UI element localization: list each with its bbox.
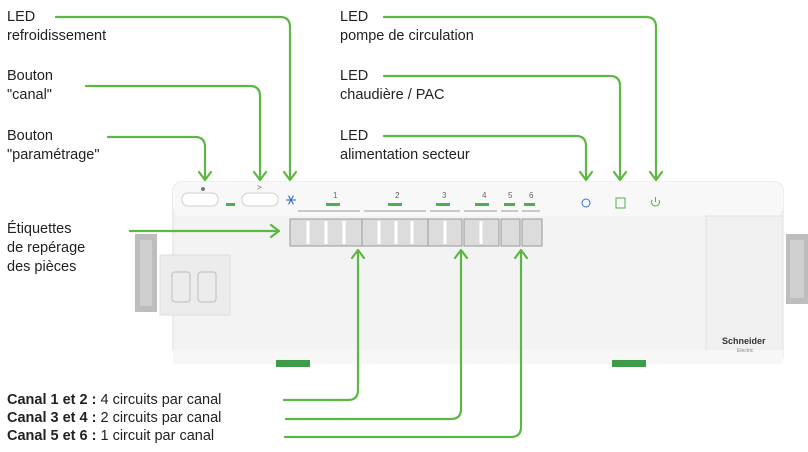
led-channel-4: [475, 203, 489, 206]
callout-led-boiler-line2: chaudière / PAC: [340, 87, 445, 103]
channel-note-5-6-bold: Canal 5 et 6 :: [7, 428, 97, 444]
room-label-windows: [289, 218, 543, 247]
arrow-led-power: [382, 134, 588, 180]
channel-note-3-4: Canal 3 et 4 : 2 circuits par canal: [7, 409, 221, 428]
callout-led-power-line2: alimentation secteur: [340, 147, 470, 163]
channel-note-5-6-text: 1 circuit par canal: [96, 428, 215, 444]
channel-number-6: 6: [529, 191, 534, 200]
callout-settings-button: Bouton "paramétrage": [7, 127, 100, 165]
led-channel-2: [388, 203, 402, 206]
arrowhead: [648, 170, 664, 182]
boiler-status-icon: [615, 197, 626, 209]
callout-settings-button-line1: Bouton: [7, 128, 53, 144]
callout-led-power: LED alimentation secteur: [340, 127, 470, 165]
callout-led-boiler: LED chaudière / PAC: [340, 67, 445, 105]
callout-led-pump-line1: LED: [340, 9, 369, 25]
mounting-clip: [276, 360, 310, 367]
callout-channel-button-line2: "canal": [7, 87, 52, 103]
callout-channel-button-line1: Bouton: [7, 68, 53, 84]
arrow-led-boiler: [382, 74, 622, 180]
arrowhead: [252, 170, 268, 182]
callout-room-labels: Étiquettes de repérage des pièces: [7, 220, 85, 277]
callout-led-boiler-line1: LED: [340, 68, 369, 84]
arrow-led-cooling: [54, 15, 292, 180]
channel-note-1-2: Canal 1 et 2 : 4 circuits par canal: [7, 391, 221, 410]
callout-led-cooling-line1: LED: [7, 9, 36, 25]
led-channel-5: [504, 203, 515, 206]
callout-led-cooling: LED refroidissement: [7, 8, 106, 46]
settings-button[interactable]: [181, 187, 219, 207]
callout-led-power-line1: LED: [340, 128, 369, 144]
arrowhead: [612, 170, 628, 182]
arrow-channel-5-6: [283, 250, 523, 439]
channel-note-3-4-bold: Canal 3 et 4 :: [7, 410, 97, 426]
callout-room-labels-line3: des pièces: [7, 259, 77, 275]
callout-led-pump: LED pompe de circulation: [340, 8, 474, 46]
callout-led-cooling-line2: refroidissement: [7, 28, 107, 44]
arrowhead: [350, 248, 366, 260]
arrowhead: [197, 170, 213, 182]
led-channel-3: [436, 203, 450, 206]
arrow-led-pump: [382, 15, 658, 180]
callout-led-pump-line2: pompe de circulation: [340, 28, 474, 44]
channel-number-4: 4: [482, 191, 487, 200]
channel-number-2: 2: [395, 191, 400, 200]
channel-number-5: 5: [508, 191, 513, 200]
arrowhead: [578, 170, 594, 182]
led-settings: [226, 203, 235, 206]
arrowhead: [282, 170, 298, 182]
channel-note-5-6: Canal 5 et 6 : 1 circuit par canal: [7, 427, 214, 446]
brand-sub: Electric: [737, 348, 754, 354]
channel-button-symbol: >: [257, 183, 262, 192]
callout-room-labels-line1: Étiquettes: [7, 221, 72, 237]
channel-note-3-4-text: 2 circuits par canal: [96, 410, 222, 426]
channel-note-1-2-bold: Canal 1 et 2 :: [7, 392, 97, 408]
snowflake-icon: [286, 195, 296, 205]
arrow-settings-button: [106, 135, 207, 180]
arrow-channel-3-4: [284, 250, 463, 421]
callout-room-labels-line2: de repérage: [7, 240, 86, 256]
brand-logo: Schneider: [722, 336, 766, 346]
channel-note-1-2-text: 4 circuits par canal: [96, 392, 222, 408]
arrowhead: [513, 248, 529, 260]
led-channel-6: [524, 203, 535, 206]
power-status-icon: [651, 197, 660, 207]
controller-device: [159, 181, 784, 367]
mounting-clip: [612, 360, 646, 367]
pump-status-icon: [581, 198, 591, 208]
channel-number-1: 1: [333, 191, 338, 200]
callout-channel-button: Bouton "canal": [7, 67, 53, 105]
arrowhead: [453, 248, 469, 260]
arrow-channel-1-2: [282, 250, 360, 402]
arrowhead: [269, 223, 281, 239]
din-rail: [135, 234, 808, 312]
led-channel-1: [326, 203, 340, 206]
arrow-channel-button: [84, 84, 262, 180]
callout-settings-button-line2: "paramétrage": [7, 147, 100, 163]
channel-number-3: 3: [442, 191, 447, 200]
side-panel-icons: [171, 271, 217, 303]
channel-button[interactable]: [241, 192, 279, 207]
